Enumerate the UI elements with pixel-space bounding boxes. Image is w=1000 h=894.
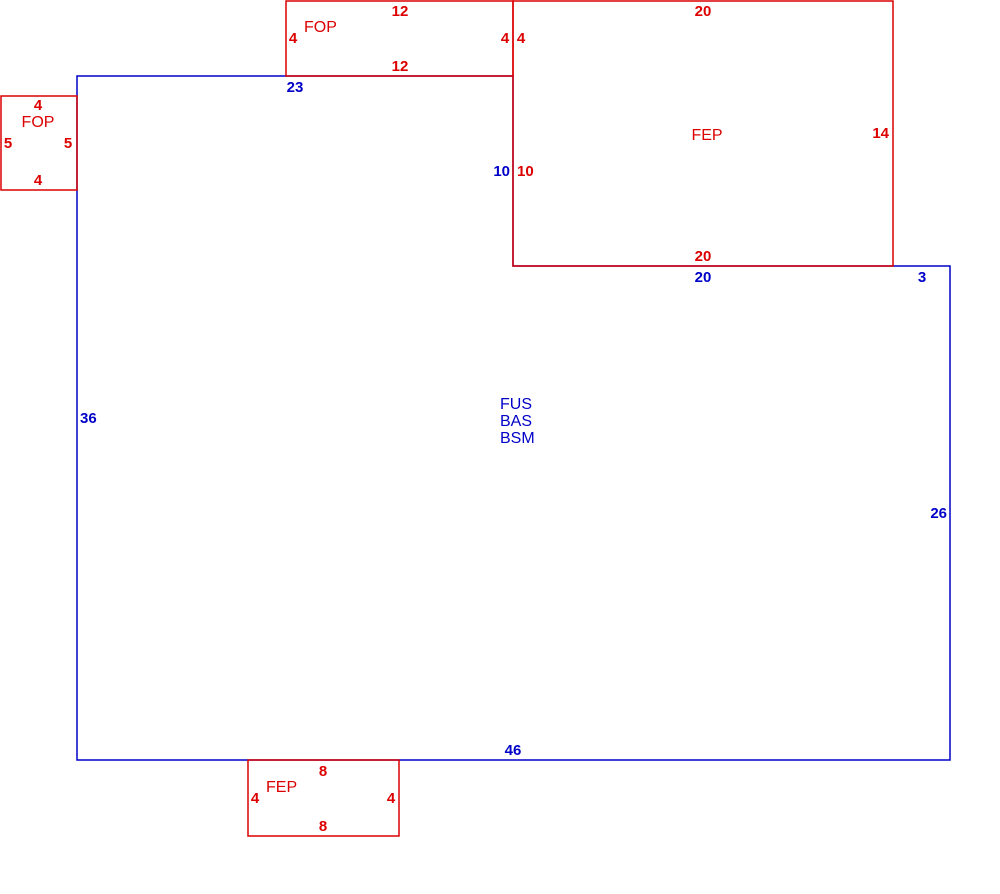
main-dim-top: 23	[287, 79, 304, 96]
area-code-2: BAS	[500, 413, 532, 430]
fop-top-dim-right: 4	[501, 30, 510, 47]
main-dim-bottom: 46	[505, 742, 522, 759]
fep-bottom-dim-bottom: 8	[319, 818, 327, 835]
fep-bottom-dim-right: 4	[387, 790, 396, 807]
fop-left-dim-bottom: 4	[34, 172, 43, 189]
main-dim-right: 26	[930, 505, 947, 522]
fep-top-dim-bottom: 20	[695, 248, 712, 265]
fop-left-dim-top: 4	[34, 97, 43, 114]
fop-top-dim-bottom: 12	[392, 58, 409, 75]
fep-bottom-dim-left: 4	[251, 790, 260, 807]
fop-left-name: FOP	[22, 114, 55, 131]
fep-bottom-dim-top: 8	[319, 763, 327, 780]
fep-top-dim-top: 20	[695, 3, 712, 20]
main-dim-step-right: 3	[918, 269, 926, 286]
fep-bottom-name: FEP	[266, 779, 297, 796]
main-dim-step-side: 10	[493, 163, 510, 180]
fep-top-name: FEP	[691, 127, 722, 144]
main-dim-step-bottom: 20	[695, 269, 712, 286]
fop-left-dim-left: 5	[4, 135, 12, 152]
fop-top-dim-top: 12	[392, 3, 409, 20]
fep-top-dim-corner: 4	[517, 30, 526, 47]
fep-top-dim-right: 14	[872, 125, 889, 142]
fop-top-name: FOP	[304, 19, 337, 36]
fep-top-outline	[512, 0, 894, 267]
area-code-1: FUS	[500, 396, 532, 413]
fop-left-outline	[0, 95, 78, 191]
fop-top-dim-left: 4	[289, 30, 298, 47]
fep-top-dim-left: 10	[517, 163, 534, 180]
fep-bottom-outline	[247, 759, 400, 837]
main-dim-left: 36	[80, 410, 97, 427]
fop-left-dim-right: 5	[64, 135, 72, 152]
area-code-3: BSM	[500, 430, 535, 447]
